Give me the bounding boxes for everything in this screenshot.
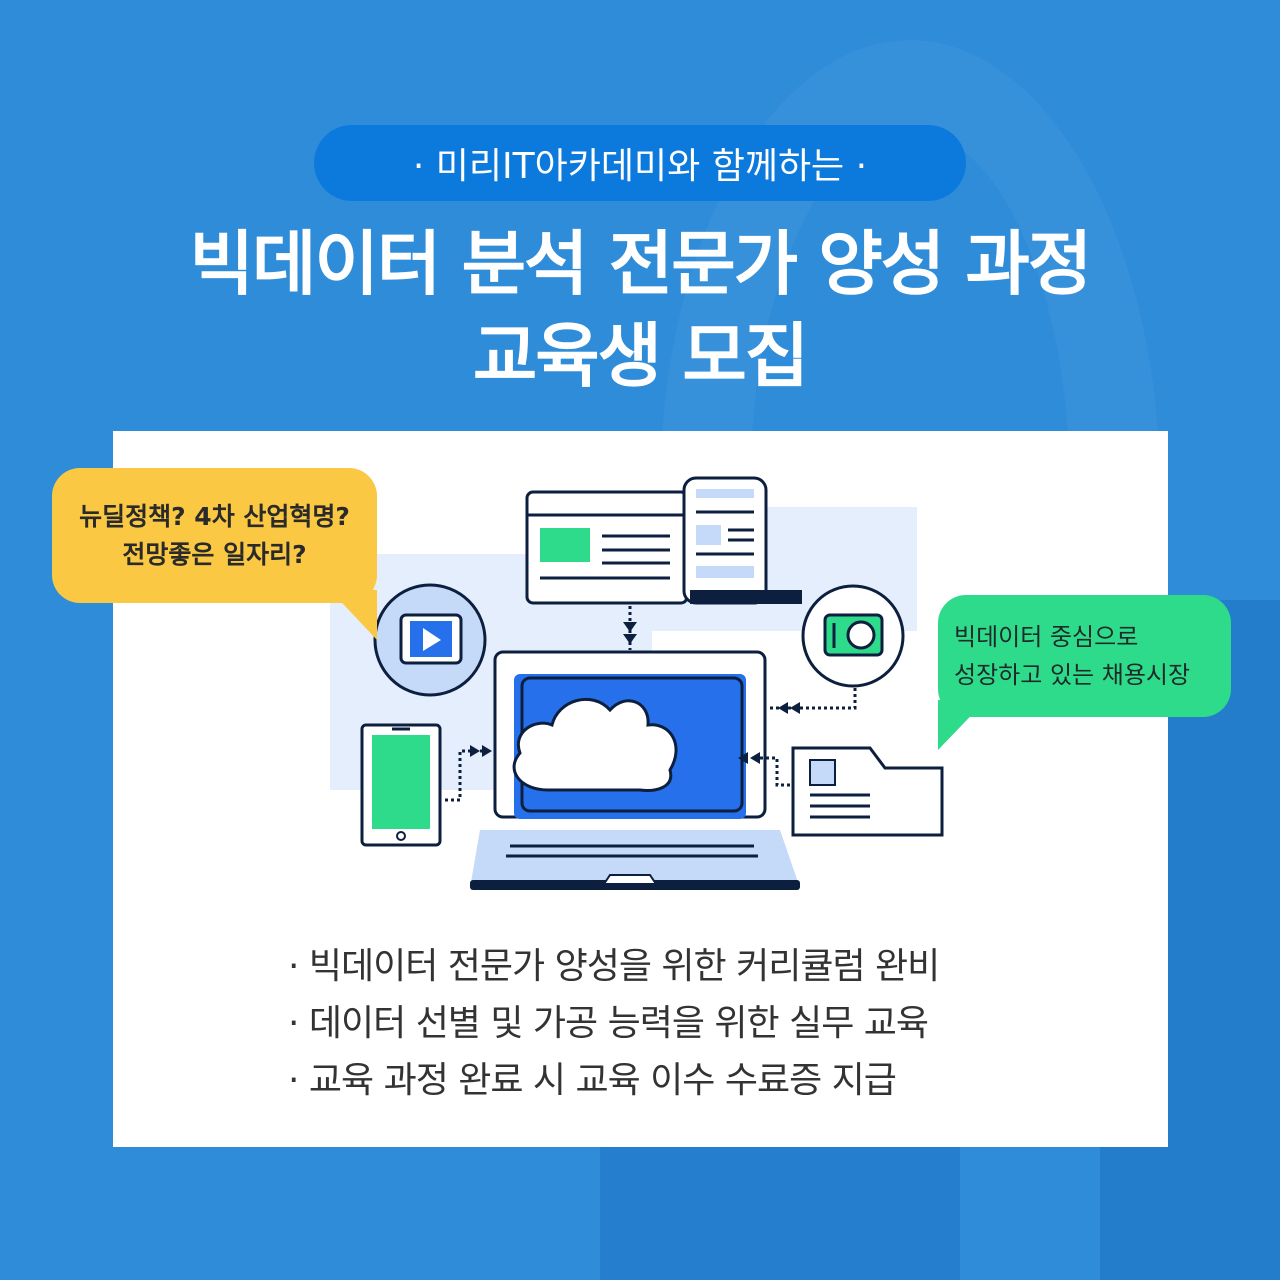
yellow-bubble-line-1: 뉴딜정책? 4차 산업혁명? [79, 501, 350, 531]
illustration [330, 476, 944, 890]
subtitle-text: · 미리IT아카데미와 함께하는 · [412, 146, 868, 187]
folder-icon [791, 746, 944, 837]
speech-bubble-yellow: 뉴딜정책? 4차 산업혁명? 전망좋은 일자리? [52, 468, 377, 603]
feature-item: · 데이터 선별 및 가공 능력을 위한 실무 교육 [288, 1003, 929, 1044]
speech-bubble-green: 빅데이터 중심으로 성장하고 있는 채용시장 [938, 595, 1231, 717]
green-bubble-line-2: 성장하고 있는 채용시장 [954, 661, 1191, 689]
feature-list: · 빅데이터 전문가 양성을 위한 커리큘럼 완비 · 데이터 선별 및 가공 … [288, 938, 1008, 1109]
page-title: 빅데이터 분석 전문가 양성 과정 교육생 모집 [0, 218, 1280, 402]
feature-item: · 교육 과정 완료 시 교육 이수 수료증 지급 [288, 1060, 897, 1101]
title-line-1: 빅데이터 분석 전문가 양성 과정 [189, 223, 1093, 305]
yellow-bubble-line-2: 전망좋은 일자리? [122, 539, 307, 569]
feature-item: · 빅데이터 전문가 양성을 위한 커리큘럼 완비 [288, 946, 940, 987]
video-play-icon [373, 583, 487, 697]
cloud-icon [512, 697, 678, 792]
document-icon [525, 476, 802, 605]
subtitle-pill: · 미리IT아카데미와 함께하는 · [314, 125, 966, 201]
smartphone-icon [360, 723, 442, 847]
title-line-2: 교육생 모집 [472, 315, 809, 397]
green-bubble-line-1: 빅데이터 중심으로 [954, 623, 1139, 651]
camera-icon [801, 584, 905, 688]
